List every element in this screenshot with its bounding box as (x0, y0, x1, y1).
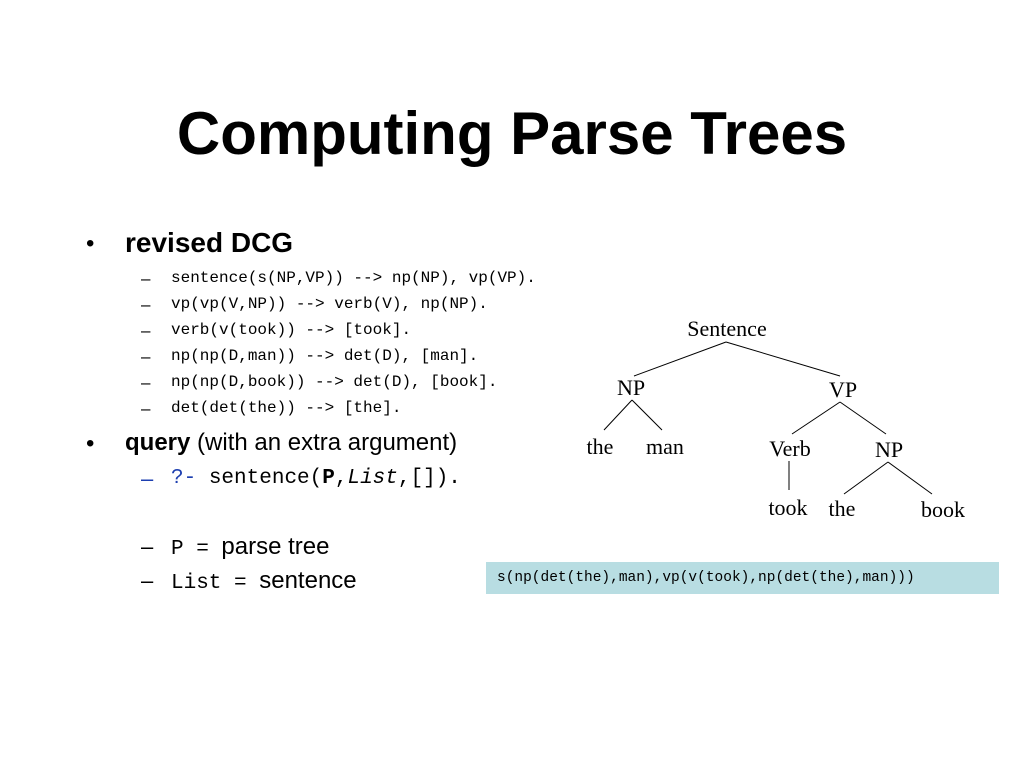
tree-node-took: took (768, 495, 807, 520)
dash: – (141, 534, 154, 559)
tree-edge (887, 461, 933, 495)
dash: – (141, 399, 151, 418)
query-pre: sentence( (208, 467, 323, 490)
tree-node-the: the (829, 496, 856, 521)
tree-edge (603, 399, 633, 431)
dash: – (141, 347, 151, 366)
dash: – (141, 321, 151, 340)
dcg-rule: det(det(the)) --> [the]. (171, 399, 402, 417)
bullet-label: query (125, 429, 191, 456)
dash: – (141, 373, 151, 392)
note-var: P = (171, 538, 209, 561)
bullet-dot: • (86, 230, 95, 257)
query-sep: , (334, 467, 348, 490)
query-post: ,[]). (397, 467, 461, 490)
tree-node-vp: VP (829, 377, 857, 402)
dcg-rule: verb(v(took)) --> [took]. (171, 321, 412, 339)
dcg-rule: np(np(D,man)) --> det(D), [man]. (171, 347, 479, 365)
dcg-rule: np(np(D,book)) --> det(D), [book]. (171, 373, 498, 391)
query-arg-p: P (322, 467, 335, 490)
note-desc: sentence (259, 567, 357, 594)
tree-edge (725, 341, 841, 377)
tree-node-book: book (921, 497, 965, 522)
query-arg-list: List (347, 467, 398, 490)
dash: – (141, 568, 154, 593)
parse-result-box: s(np(det(the),man),vp(v(took),np(det(the… (486, 562, 999, 594)
query-prompt: ?- (171, 467, 197, 490)
bullet-label: revised DCG (125, 227, 294, 258)
page-title: Computing Parse Trees (176, 100, 848, 167)
query-line: ?- sentence(P,List,[]). (171, 465, 461, 493)
tree-node-np: NP (617, 375, 645, 400)
bullet-revised-dcg: revised DCG (125, 227, 293, 259)
tree-node-verb: Verb (769, 436, 811, 461)
dash: – (141, 466, 154, 491)
bullet-query: query (with an extra argument) (125, 427, 457, 459)
dash: – (141, 269, 151, 288)
parse-tree-diagram: Sentence NP VP the man Verb NP took the … (587, 316, 965, 522)
tree-edge (843, 461, 889, 495)
tree-edge (839, 401, 887, 435)
note-var: List = (171, 572, 247, 595)
dcg-rule: sentence(s(NP,VP)) --> np(NP), vp(VP). (171, 269, 536, 287)
dcg-rule: vp(vp(V,NP)) --> verb(V), np(NP). (171, 295, 488, 313)
bullet-dot: • (86, 430, 95, 457)
note-desc: parse tree (221, 533, 330, 560)
dash: – (141, 295, 151, 314)
bullet-label-rest: (with an extra argument) (197, 429, 458, 456)
tree-node-man: man (646, 434, 684, 459)
tree-edge (633, 341, 727, 377)
tree-edge (631, 399, 663, 431)
tree-node-sentence: Sentence (687, 316, 766, 341)
tree-edge (791, 401, 841, 435)
tree-node-the: the (587, 434, 614, 459)
note-sentence: List = sentence (171, 567, 357, 598)
note-parse-tree: P = parse tree (171, 533, 329, 564)
tree-node-np: NP (875, 437, 903, 462)
